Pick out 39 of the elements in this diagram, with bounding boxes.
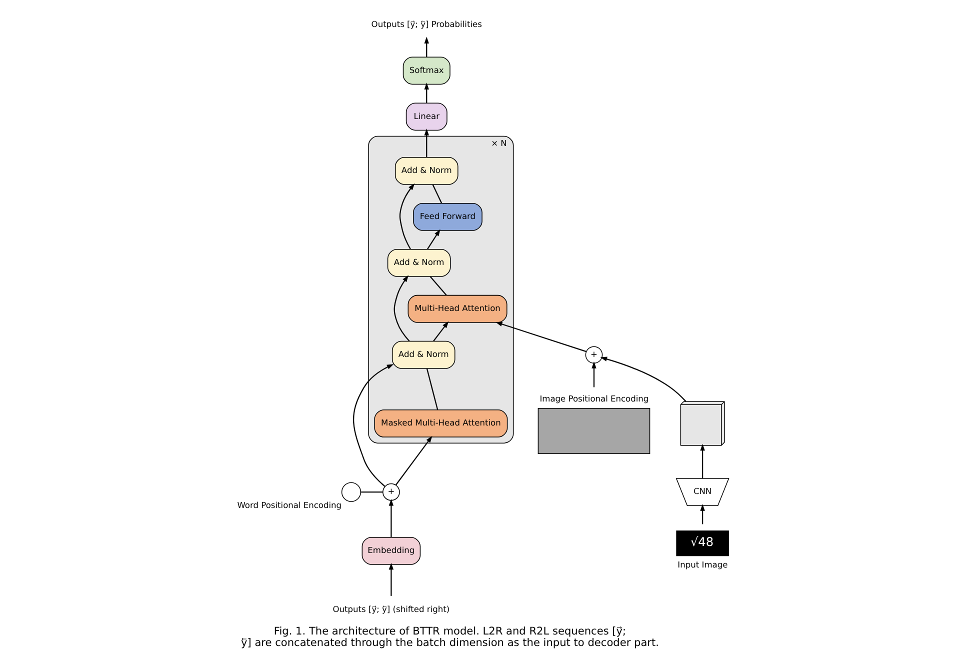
connector [432,184,442,204]
node-circle: + [382,483,400,501]
arrow [394,275,410,342]
node-text: Outputs [y⃗; y⃖] (shifted right) [332,604,450,614]
arrow [700,504,705,524]
connector [430,276,447,296]
node-box: Feed Forward [413,202,482,231]
arrow [353,364,394,487]
arrow [388,498,394,538]
node-box: Softmax [402,56,450,85]
connector [426,368,438,410]
arrow [399,183,415,250]
node-box: √48 [676,530,729,556]
node-box: Embedding [362,536,421,565]
arrow [388,562,394,596]
arrow [424,82,429,104]
connector [360,492,383,493]
node-box: Add & Norm [392,340,456,369]
node-circle: + [585,346,603,364]
node-box: Multi-Head Attention [408,294,508,323]
arrow [495,322,586,352]
arrow [600,356,686,402]
node-box: Masked Multi-Head Attention [374,410,508,438]
node-box: Add & Norm [387,248,451,277]
node-label: Input Image [678,559,728,570]
arrow [432,321,449,342]
arrow [424,36,429,58]
node-text: Outputs [y⃗; y⃖] Probabilities [371,18,482,29]
node-label: Image Positional Encoding [540,393,649,404]
arrow [424,128,429,158]
node-box: Linear [406,102,448,131]
arrow [700,444,705,478]
caption: Fig. 1. The architecture of BTTR model. L2R and R2L sequences [y⃗; y⃖] are concatenated through the batch dimension as the input to decoder part. [240,626,659,650]
arrow [395,436,432,486]
arrow [592,362,596,388]
arrow [426,229,440,250]
node-label: Word Positional Encoding [237,500,342,510]
node-circle [341,482,362,502]
node-box: Add & Norm [394,156,458,185]
